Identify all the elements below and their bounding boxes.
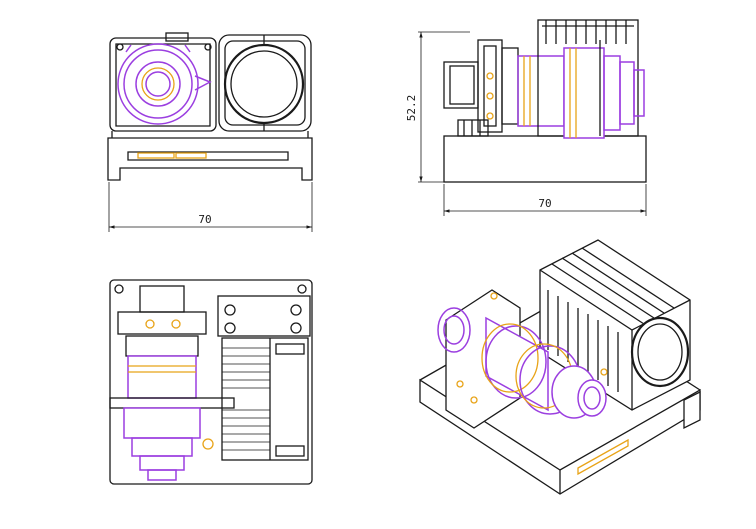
top-heatsink xyxy=(221,337,309,461)
front-lens-assembly xyxy=(117,43,212,125)
iso-connector xyxy=(577,438,629,476)
iso-fan xyxy=(637,323,683,381)
side-screw xyxy=(486,112,494,120)
side-end-cap xyxy=(443,61,479,109)
front-view: 70 xyxy=(107,32,313,232)
front-base xyxy=(107,137,313,181)
top-clamp-bar xyxy=(109,397,235,409)
top-view xyxy=(109,279,313,485)
front-left-inner-frame xyxy=(115,43,211,127)
front-width-dimension: 70 xyxy=(198,213,211,226)
top-driver-board xyxy=(217,295,311,337)
top-corner-hole xyxy=(297,284,307,294)
front-right-housing xyxy=(218,34,312,132)
iso-fan-ring xyxy=(630,316,690,388)
side-optic-housing xyxy=(563,47,605,139)
side-bracket-foot xyxy=(457,119,489,137)
top-lens-barrel xyxy=(127,355,197,399)
front-left-housing xyxy=(109,37,217,132)
front-connector-b xyxy=(175,152,207,159)
front-screw-hole xyxy=(204,43,212,51)
side-width-dimension: 70 xyxy=(538,197,551,210)
iso-end-lens xyxy=(437,307,471,353)
top-base-plate xyxy=(109,279,313,485)
front-fan-ring xyxy=(223,43,305,125)
side-height-dimension: 52.2 xyxy=(405,95,418,122)
top-optic-stack xyxy=(123,407,201,439)
front-top-tab xyxy=(165,32,189,42)
side-lens-barrel xyxy=(517,55,565,127)
side-mount-plate xyxy=(477,39,503,133)
top-mount-plate xyxy=(117,311,207,335)
front-fan-inner xyxy=(230,50,298,118)
top-corner-hole xyxy=(114,284,124,294)
front-base-slot xyxy=(127,151,289,161)
isometric-view xyxy=(419,239,701,495)
top-end-cap xyxy=(139,285,185,313)
front-screw-hole xyxy=(116,43,124,51)
side-base xyxy=(443,135,647,183)
front-connector-a xyxy=(137,152,175,159)
side-screw xyxy=(486,72,494,80)
side-view: 52.2 70 xyxy=(405,19,647,216)
side-screw xyxy=(486,92,494,100)
iso-lens-barrel xyxy=(481,316,608,419)
